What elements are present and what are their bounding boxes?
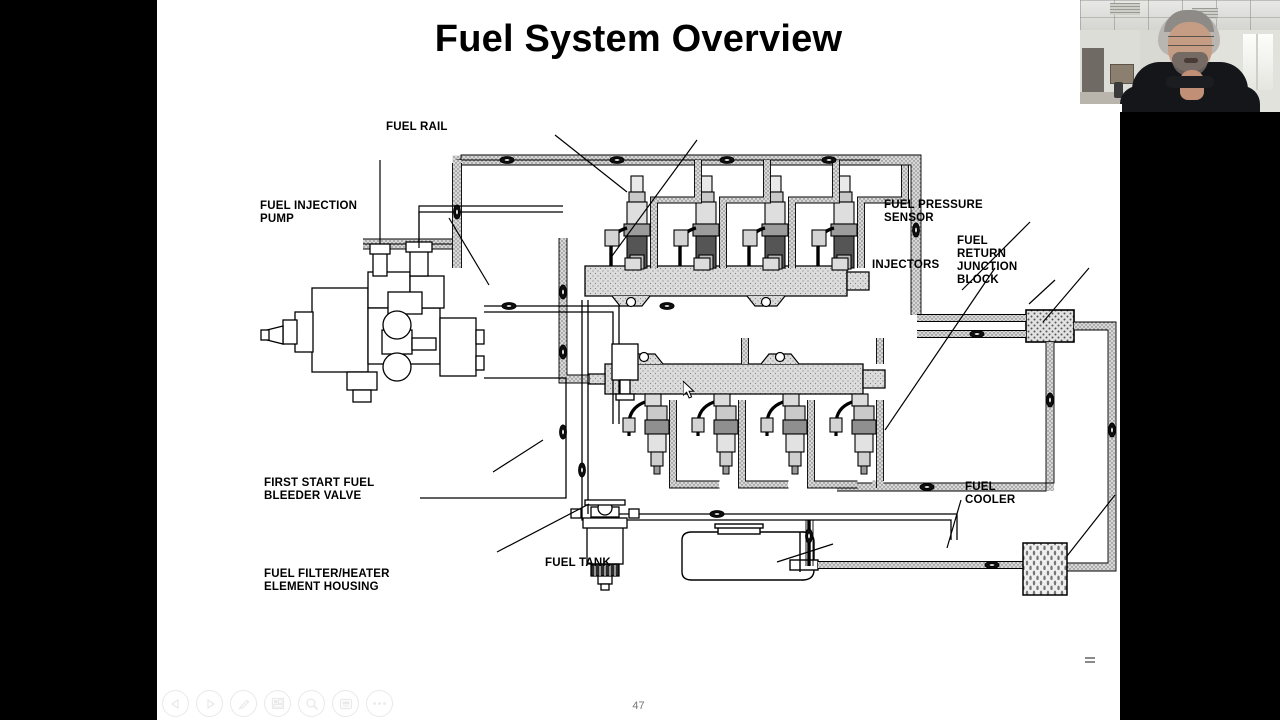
webcam-dark-panel — [1082, 48, 1104, 93]
presenter-webcam-overlay[interactable] — [1080, 0, 1280, 112]
label-fuel-cooler: FUEL COOLER — [965, 481, 1016, 506]
webcam-ceiling-vent — [1110, 3, 1140, 15]
presentation-toolbar — [162, 690, 393, 717]
page-number: 47 — [632, 700, 645, 712]
label-fuel-filter-heater-element-housing: FUEL FILTER/HEATER ELEMENT HOUSING — [264, 568, 390, 593]
label-fuel-return-junction-block: FUEL RETURN JUNCTION BLOCK — [957, 235, 1018, 286]
slide-canvas: Fuel System Overview — [157, 0, 1120, 720]
webcam-wall-picture — [1110, 64, 1134, 84]
label-fuel-pressure-sensor: FUEL PRESSURE SENSOR — [884, 199, 983, 224]
label-injectors: INJECTORS — [872, 259, 940, 271]
next-slide-button[interactable] — [196, 690, 223, 717]
webcam-window-frame — [1256, 34, 1258, 90]
webcam-desk-object — [1114, 82, 1123, 98]
more-options-button[interactable] — [366, 690, 393, 717]
webcam-glasses — [1168, 36, 1214, 46]
resize-handle-icon[interactable] — [1085, 657, 1095, 665]
label-fuel-injection-pump: FUEL INJECTION PUMP — [260, 200, 358, 225]
zoom-tool-button[interactable] — [298, 690, 325, 717]
webcam-collar — [1166, 76, 1214, 88]
label-fuel-rail: FUEL RAIL — [386, 121, 448, 133]
mouse-cursor — [682, 379, 697, 401]
label-fuel-tank: FUEL TANK — [545, 557, 611, 569]
screen-options-button[interactable] — [332, 690, 359, 717]
triangle-right-icon — [206, 698, 215, 709]
magnifier-icon — [305, 697, 318, 710]
label-first-start-fuel-bleeder-valve: FIRST START FUEL BLEEDER VALVE — [264, 477, 375, 502]
slide-grid-button[interactable] — [264, 690, 291, 717]
screen-icon — [339, 698, 352, 709]
webcam-bottom-strip — [1080, 104, 1122, 112]
pen-icon — [237, 699, 249, 709]
previous-slide-button[interactable] — [162, 690, 189, 717]
page-title: Fuel System Overview — [434, 18, 843, 60]
fuel-system-diagram: FUEL RAIL FUEL INJECTION PUMP FUEL PRESS… — [157, 0, 1120, 700]
grid-icon — [271, 697, 284, 710]
ellipsis-icon — [373, 702, 386, 705]
triangle-left-icon — [170, 698, 179, 709]
webcam-window — [1243, 34, 1273, 90]
pen-tool-button[interactable] — [230, 690, 257, 717]
webcam-mouth — [1184, 58, 1198, 63]
